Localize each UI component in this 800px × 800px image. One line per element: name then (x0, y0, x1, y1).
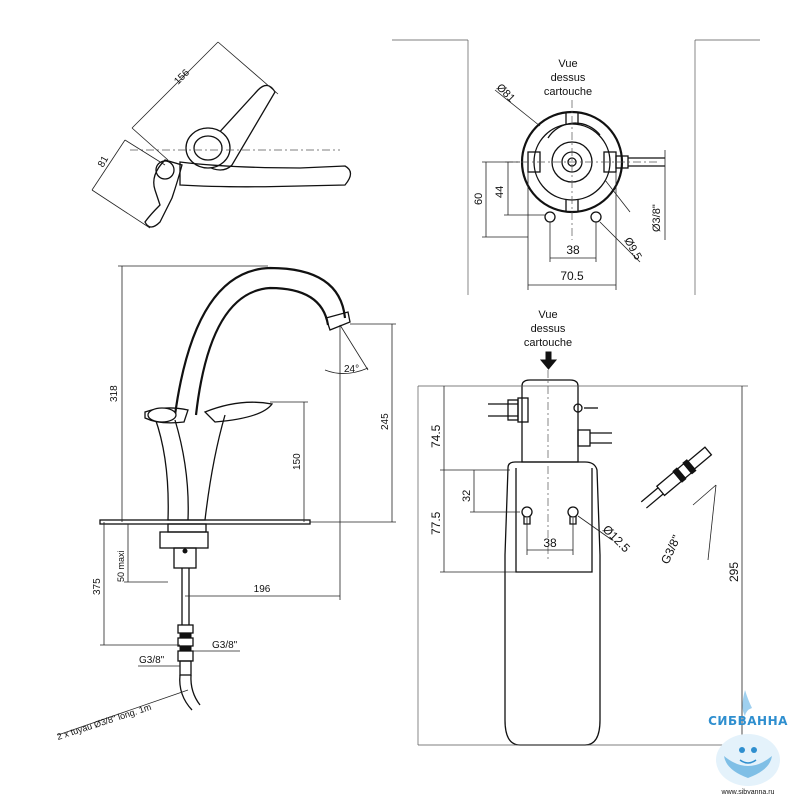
filter-caption-3: cartouche (524, 337, 572, 349)
faucet-plan-view: 156 81 (91, 41, 352, 229)
hose-note: 2 x tuyau Ø3/8" long. 1m (56, 702, 153, 742)
thread-left: G3/8" (139, 655, 165, 666)
filter-caption-2: dessus (531, 323, 566, 335)
dim-60: 60 (473, 193, 485, 205)
filter-thread: G3/8" (658, 533, 683, 566)
dim-d12-5: Ø12.5 (600, 522, 633, 555)
dim-81: 81 (96, 154, 111, 170)
dim-32: 32 (461, 490, 473, 502)
dim-38-filter: 38 (543, 536, 557, 550)
dim-150: 150 (292, 453, 303, 470)
dim-d3-8: Ø3/8" (651, 204, 663, 232)
dim-24-deg: 24° (344, 364, 359, 375)
dim-375: 375 (92, 578, 103, 595)
dim-318: 318 (109, 385, 120, 402)
brand-name: СИБВАННА (708, 714, 788, 728)
dim-74-5: 74.5 (429, 424, 443, 448)
thread-right: G3/8" (212, 640, 238, 651)
filter-caption-1: Vue (538, 309, 557, 321)
dim-70-5: 70.5 (560, 269, 584, 283)
dim-38-top: 38 (566, 243, 580, 257)
dim-77-5: 77.5 (429, 511, 443, 535)
faucet-elevation: 318 245 150 24° 196 375 50 maxi G3/8" G3… (56, 265, 396, 742)
dim-196: 196 (254, 584, 271, 595)
dim-295: 295 (727, 562, 741, 582)
dim-d9-5: Ø9.5 (621, 236, 643, 263)
filter-side-view: Vue dessus cartouche (417, 309, 748, 746)
cartridge-caption-1: Vue (558, 58, 577, 70)
dim-245: 245 (380, 413, 391, 430)
brand-url: www.sibvanna.ru (721, 789, 775, 796)
brand-watermark: СИБВАННА www.sibvanna.ru (708, 690, 788, 796)
cartridge-caption-3: cartouche (544, 86, 592, 98)
dim-44: 44 (494, 186, 506, 198)
dim-d81: Ø81 (494, 82, 517, 105)
cartridge-top-view: Vue dessus cartouche Ø81 6 (392, 39, 760, 295)
cartridge-caption-2: dessus (551, 72, 586, 84)
dim-50-maxi: 50 maxi (116, 550, 126, 582)
